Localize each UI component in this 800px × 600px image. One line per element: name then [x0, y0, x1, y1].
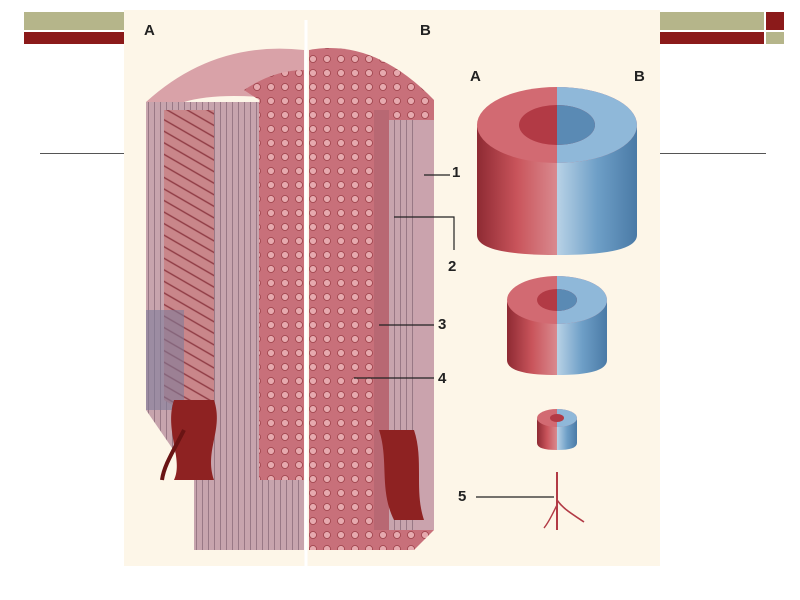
title-bar-right-bottom: [660, 32, 764, 44]
label-artery-A: A: [144, 22, 155, 39]
label-vein-B: B: [420, 22, 431, 39]
title-bar-left-bottom: [24, 32, 124, 44]
label-ring-A: A: [470, 68, 481, 85]
ring-large: [477, 87, 637, 255]
label-ring-B: B: [634, 68, 645, 85]
callout-5: 5: [458, 488, 467, 505]
callout-3: 3: [438, 316, 447, 333]
divider-right: [660, 153, 766, 154]
vessel-diagram-panel: A B A B 1 2 3 4 5: [124, 10, 660, 566]
title-bar-right-end: [766, 12, 784, 30]
callout-4: 4: [438, 370, 447, 387]
artery-cross-section: [146, 48, 304, 550]
vessel-diagram: [146, 20, 637, 566]
title-bar-right-corner: [766, 32, 784, 44]
vein-cross-section: [309, 48, 434, 551]
callout-2: 2: [448, 258, 457, 275]
callout-line-2: [394, 216, 455, 250]
callout-1: 1: [452, 164, 461, 181]
title-bar-left-top: [24, 12, 124, 30]
title-bar-right-top: [660, 12, 764, 30]
divider-left: [40, 153, 124, 154]
ring-medium: [507, 276, 607, 375]
capillary: [543, 472, 585, 530]
ring-small: [537, 409, 577, 450]
